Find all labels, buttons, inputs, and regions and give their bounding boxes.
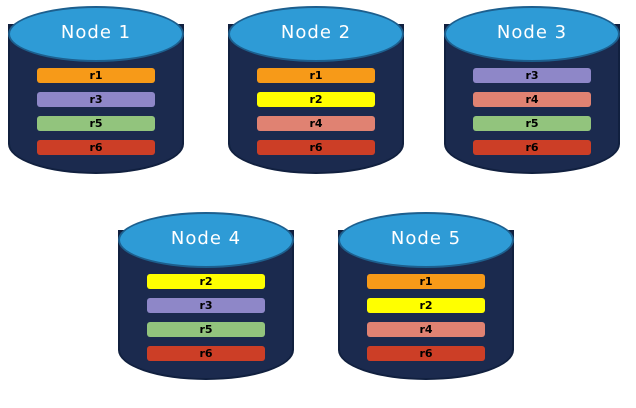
- replica-bar[interactable]: r4: [257, 116, 375, 131]
- replica-bar[interactable]: r3: [147, 298, 265, 313]
- node-title: Node 4: [170, 228, 242, 249]
- replica-bar[interactable]: r1: [257, 68, 375, 83]
- cylinder-top-ellipse: Node 4: [118, 212, 294, 268]
- replica-bar[interactable]: r2: [257, 92, 375, 107]
- replica-bar[interactable]: r6: [367, 346, 485, 361]
- replica-label: r3: [525, 69, 539, 82]
- cylinder-top-ellipse: Node 5: [338, 212, 514, 268]
- replica-label: r5: [199, 323, 213, 336]
- node-title: Node 1: [60, 22, 132, 43]
- database-node-1[interactable]: Node 1 r1 r3 r5 r6: [8, 6, 184, 192]
- replica-label: r6: [309, 141, 323, 154]
- replica-label: r2: [309, 93, 323, 106]
- replica-list: r3 r4 r5 r6: [473, 68, 591, 155]
- replica-label: r3: [89, 93, 103, 106]
- replica-bar[interactable]: r2: [367, 298, 485, 313]
- replica-bar[interactable]: r5: [147, 322, 265, 337]
- replica-label: r4: [419, 323, 433, 336]
- replica-label: r3: [199, 299, 213, 312]
- replica-list: r2 r3 r5 r6: [147, 274, 265, 361]
- replica-label: r6: [419, 347, 433, 360]
- replica-bar[interactable]: r6: [147, 346, 265, 361]
- database-node-2[interactable]: Node 2 r1 r2 r4 r6: [228, 6, 404, 192]
- replica-label: r5: [525, 117, 539, 130]
- cylinder-top-ellipse: Node 2: [228, 6, 404, 62]
- replica-label: r1: [309, 69, 323, 82]
- replica-label: r4: [525, 93, 539, 106]
- replica-label: r2: [199, 275, 213, 288]
- replica-bar[interactable]: r5: [37, 116, 155, 131]
- replica-label: r5: [89, 117, 103, 130]
- replica-label: r2: [419, 299, 433, 312]
- replica-label: r4: [309, 117, 323, 130]
- node-title: Node 5: [390, 228, 462, 249]
- replica-bar[interactable]: r5: [473, 116, 591, 131]
- replica-label: r1: [419, 275, 433, 288]
- replica-bar[interactable]: r1: [37, 68, 155, 83]
- database-node-5[interactable]: Node 5 r1 r2 r4 r6: [338, 212, 514, 398]
- replica-bar[interactable]: r2: [147, 274, 265, 289]
- cylinder-top-ellipse: Node 1: [8, 6, 184, 62]
- replica-bar[interactable]: r4: [473, 92, 591, 107]
- replica-bar[interactable]: r6: [473, 140, 591, 155]
- replica-label: r6: [199, 347, 213, 360]
- replica-bar[interactable]: r6: [257, 140, 375, 155]
- replica-bar[interactable]: r3: [37, 92, 155, 107]
- replica-list: r1 r3 r5 r6: [37, 68, 155, 155]
- replica-label: r6: [525, 141, 539, 154]
- replica-bar[interactable]: r4: [367, 322, 485, 337]
- replica-bar[interactable]: r6: [37, 140, 155, 155]
- database-node-4[interactable]: Node 4 r2 r3 r5 r6: [118, 212, 294, 398]
- replica-label: r6: [89, 141, 103, 154]
- replica-label: r1: [89, 69, 103, 82]
- node-title: Node 3: [496, 22, 568, 43]
- database-node-3[interactable]: Node 3 r3 r4 r5 r6: [444, 6, 620, 192]
- replica-bar[interactable]: r1: [367, 274, 485, 289]
- node-title: Node 2: [280, 22, 352, 43]
- replica-list: r1 r2 r4 r6: [257, 68, 375, 155]
- cylinder-top-ellipse: Node 3: [444, 6, 620, 62]
- replica-list: r1 r2 r4 r6: [367, 274, 485, 361]
- replica-bar[interactable]: r3: [473, 68, 591, 83]
